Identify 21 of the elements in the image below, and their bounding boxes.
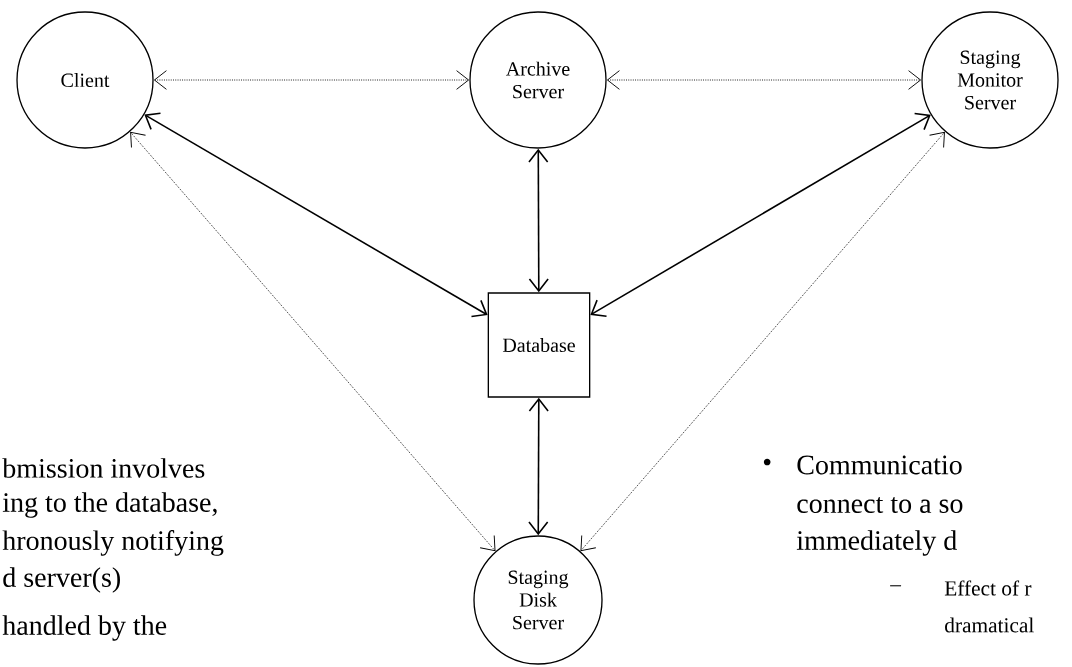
arrow: [580, 131, 945, 552]
text-line: Communicatio: [797, 455, 962, 475]
text-line: d server(s): [3, 567, 120, 593]
text-line: bmission involves: [2, 458, 205, 478]
database-box: Database: [487, 292, 591, 398]
bullet: •: [763, 458, 771, 466]
text-line: ing to the database,: [2, 492, 217, 518]
arrow: [606, 70, 922, 90]
text-line: hronously notifying: [2, 530, 224, 556]
text-line: handled by the: [2, 615, 167, 641]
arrow: [528, 148, 549, 293]
text-line: immediately d: [796, 530, 957, 556]
arrow: [130, 131, 496, 552]
text-line: Effect of r: [944, 580, 1032, 596]
arrow: [528, 397, 549, 536]
arrow: [590, 112, 931, 318]
arrow: [144, 112, 488, 318]
arrow: [153, 70, 470, 90]
text-line: dramatical: [945, 617, 1034, 633]
dash: –: [890, 585, 902, 587]
text-line: connect to a so: [797, 496, 963, 513]
